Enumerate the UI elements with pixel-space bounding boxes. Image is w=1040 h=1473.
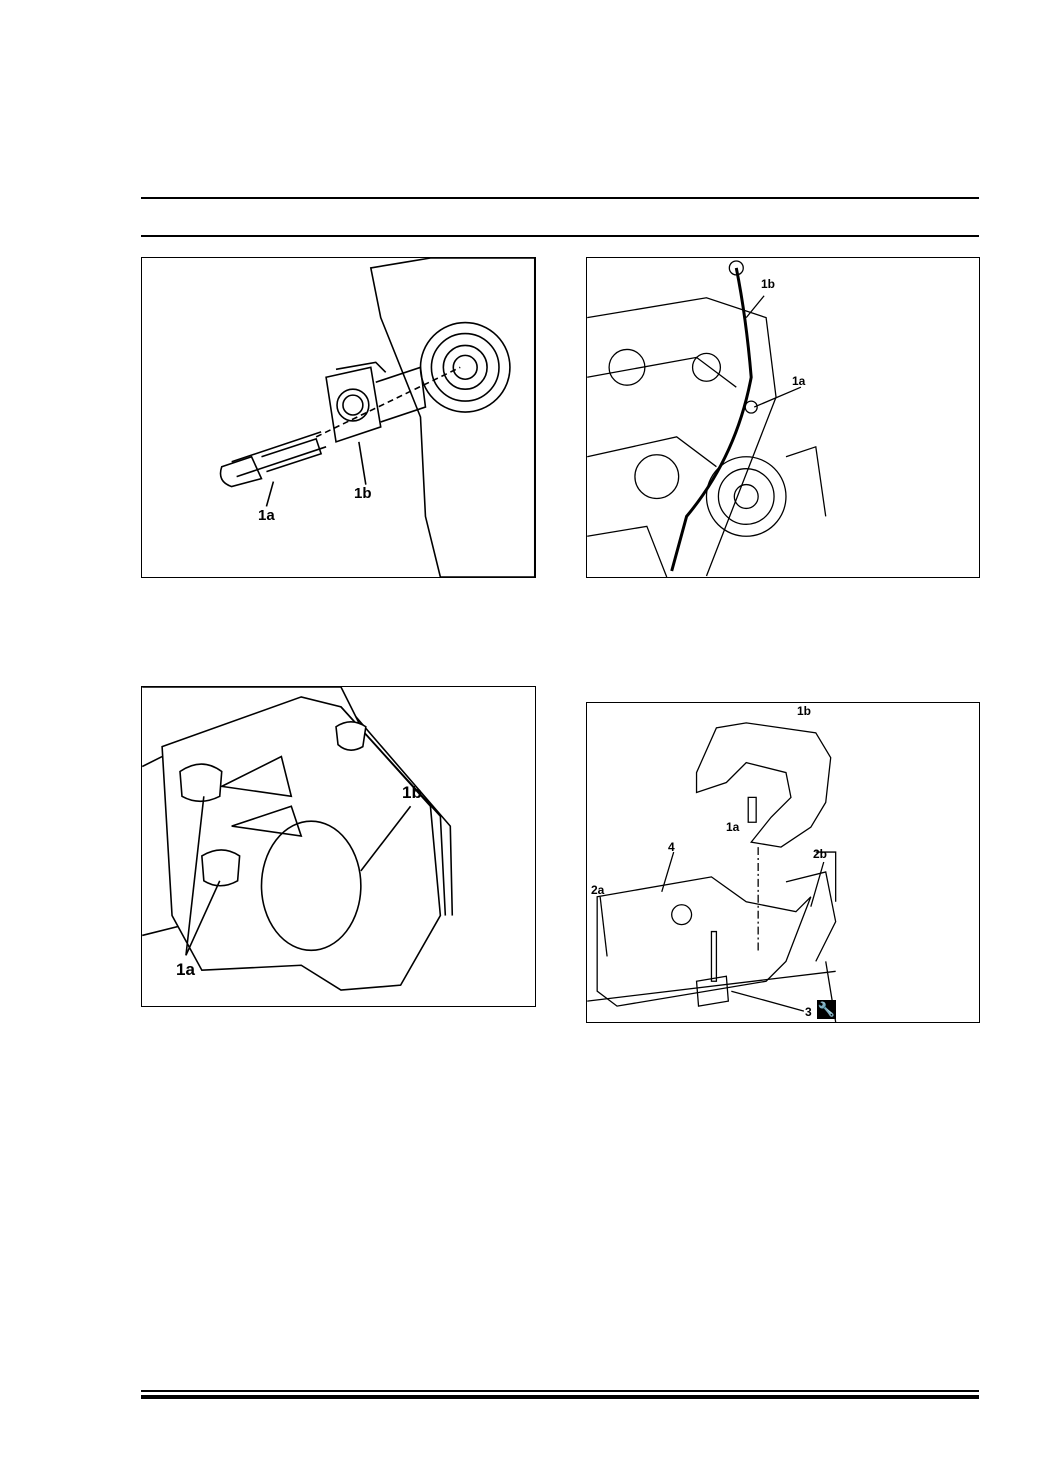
callout-2a: 2a (591, 883, 605, 897)
figure-3-bracket: 1b 1a (141, 686, 536, 1007)
footer-rule-thin (141, 1390, 979, 1392)
callout-1a: 1a (726, 820, 740, 834)
figure-1-flange-bolt: 1a 1b (141, 257, 536, 578)
callout-2b: 2b (813, 847, 828, 861)
callout-1a: 1a (258, 507, 275, 524)
callout-1b: 1b (761, 277, 776, 291)
wrench-icon: 🔧 (817, 1000, 836, 1019)
figure-2-illustration (587, 260, 827, 577)
footer-rule-thick (141, 1395, 979, 1399)
callout-1a: 1a (176, 960, 195, 979)
figure-1-illustration (219, 258, 535, 577)
figure-4-sump-bracket: 1b 1a 4 2a 2b 3 🔧 (586, 702, 980, 1023)
figure-4-illustration (587, 722, 837, 1022)
callout-1b: 1b (797, 704, 812, 718)
callout-1b: 1b (354, 485, 372, 502)
callout-1a: 1a (792, 374, 806, 388)
figure-3-illustration (142, 687, 454, 991)
figure-2-engine-cable: 1b 1a (586, 257, 980, 578)
callout-1b: 1b (402, 783, 422, 802)
header-rule-bottom (141, 235, 979, 237)
header-rule-top (141, 197, 979, 199)
callout-4: 4 (668, 840, 675, 854)
callout-3: 3 (805, 1005, 812, 1019)
